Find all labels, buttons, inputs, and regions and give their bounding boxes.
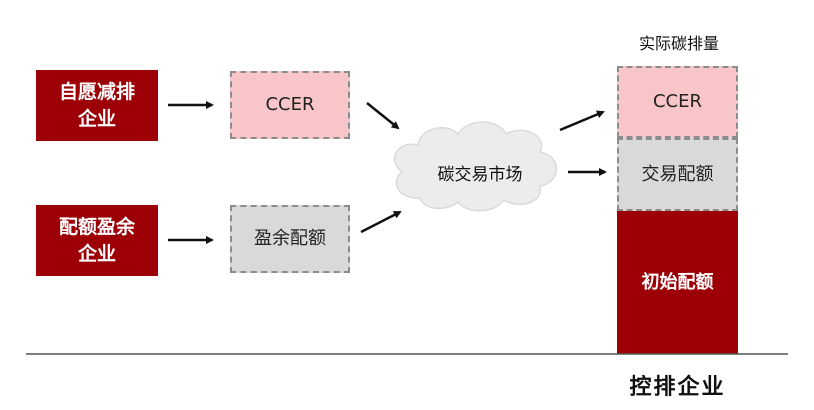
stack-traded-quota-segment: 交易配额 xyxy=(617,138,738,211)
actual-emission-title: 实际碳排量 xyxy=(638,34,719,53)
voluntary-reduction-enterprise-box: 自愿减排 企业 xyxy=(36,70,158,141)
surplus-quota-box: 盈余配额 xyxy=(230,205,350,273)
surplus-quota-enterprise-box: 配额盈余 企业 xyxy=(36,205,158,276)
carbon-market-label: 碳交易市场 xyxy=(437,165,523,185)
stack-ccer-segment: CCER xyxy=(617,66,738,138)
arrow-ccer-to-market xyxy=(366,102,400,130)
arrow-quota-to-market xyxy=(360,210,402,234)
controlled-enterprise-label: 控排企业 xyxy=(629,375,726,400)
arrow-market-to-ccer xyxy=(559,110,605,132)
stack-initial-quota-segment: 初始配额 xyxy=(617,211,738,354)
ccer-source-box: CCER xyxy=(230,71,350,139)
carbon-market-cloud xyxy=(394,121,558,212)
